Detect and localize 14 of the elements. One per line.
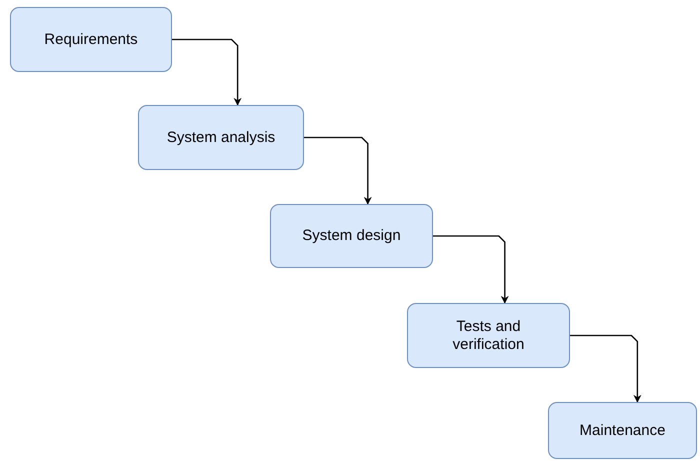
box-label: Maintenance <box>578 422 666 440</box>
box-label: Requirements <box>43 30 139 48</box>
process-box <box>138 105 304 170</box>
arrow <box>304 136 372 205</box>
process-box <box>548 402 697 459</box>
box-label: Tests and verification <box>452 318 526 354</box>
arrow <box>172 38 242 106</box>
box-label: System analysis <box>166 128 276 146</box>
process-box <box>407 303 570 368</box>
process-box <box>10 7 172 72</box>
box-label: System design <box>301 227 402 245</box>
process-box <box>270 204 433 268</box>
arrow <box>570 334 642 403</box>
arrow <box>433 235 509 304</box>
